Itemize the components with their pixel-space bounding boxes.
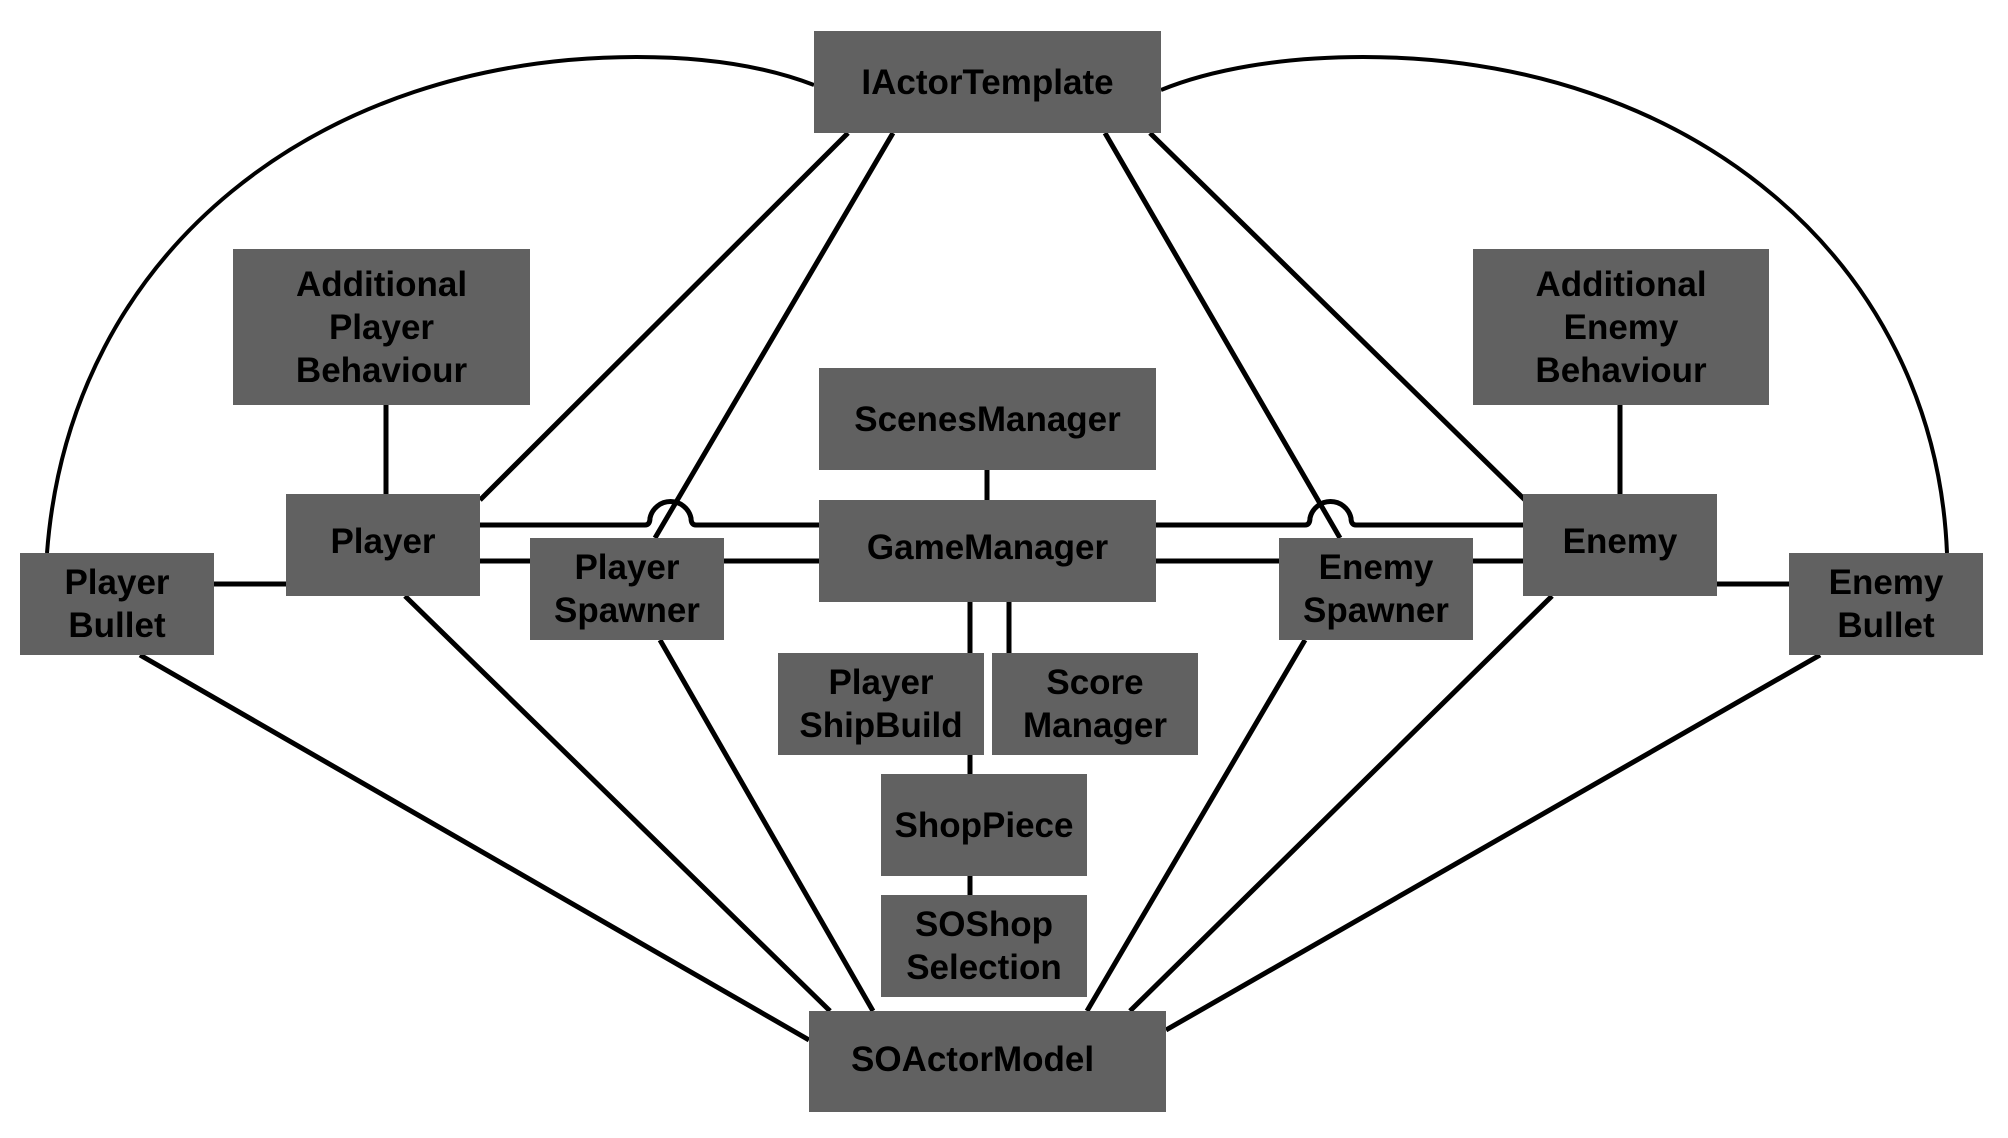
node-soactormodel: SOActorModel — [809, 1011, 1166, 1112]
edge-iactortemplate-enemy-bullet — [1160, 54, 1949, 554]
node-additional-enemy-behaviour: Additional Enemy Behaviour — [1473, 249, 1769, 405]
node-player: Player — [286, 494, 480, 596]
node-enemy-spawner: Enemy Spawner — [1279, 538, 1473, 640]
edge-enemy-bullet-soactormodel — [1164, 652, 1822, 1033]
node-iactortemplate: IActorTemplate — [814, 31, 1161, 133]
node-shoppiece: ShopPiece — [881, 774, 1087, 876]
edge-iactortemplate-player — [478, 131, 850, 502]
edge-iactortemplate-enemy-spawner — [1102, 131, 1343, 540]
edge-player-spawner-soactormodel — [657, 638, 876, 1013]
node-player-bullet: Player Bullet — [20, 553, 214, 655]
edge-enemy-spawner-soactormodel — [1084, 638, 1308, 1013]
node-player-spawner: Player Spawner — [530, 538, 724, 640]
node-scenesmanager: ScenesManager — [819, 368, 1156, 470]
edge-gamemanager-enemy — [1156, 499, 1523, 528]
edge-player-gamemanager — [480, 499, 819, 528]
edge-player-soactormodel — [403, 594, 832, 1013]
node-gamemanager: GameManager — [819, 500, 1156, 602]
edge-iactortemplate-enemy — [1148, 131, 1527, 502]
node-enemy: Enemy — [1523, 494, 1717, 596]
edge-player-bullet-soactormodel — [138, 652, 811, 1043]
node-additional-player-behaviour: Additional Player Behaviour — [233, 249, 530, 405]
edge-enemy-soactormodel — [1128, 594, 1554, 1013]
node-player-shipbuild: Player ShipBuild — [778, 653, 984, 755]
node-score-manager: Score Manager — [992, 653, 1198, 755]
edge-iactortemplate-player-bullet — [45, 54, 815, 554]
edge-iactortemplate-player-spawner — [652, 131, 896, 540]
node-enemy-bullet: Enemy Bullet — [1789, 553, 1983, 655]
node-soshop-selection: SOShop Selection — [881, 895, 1087, 997]
